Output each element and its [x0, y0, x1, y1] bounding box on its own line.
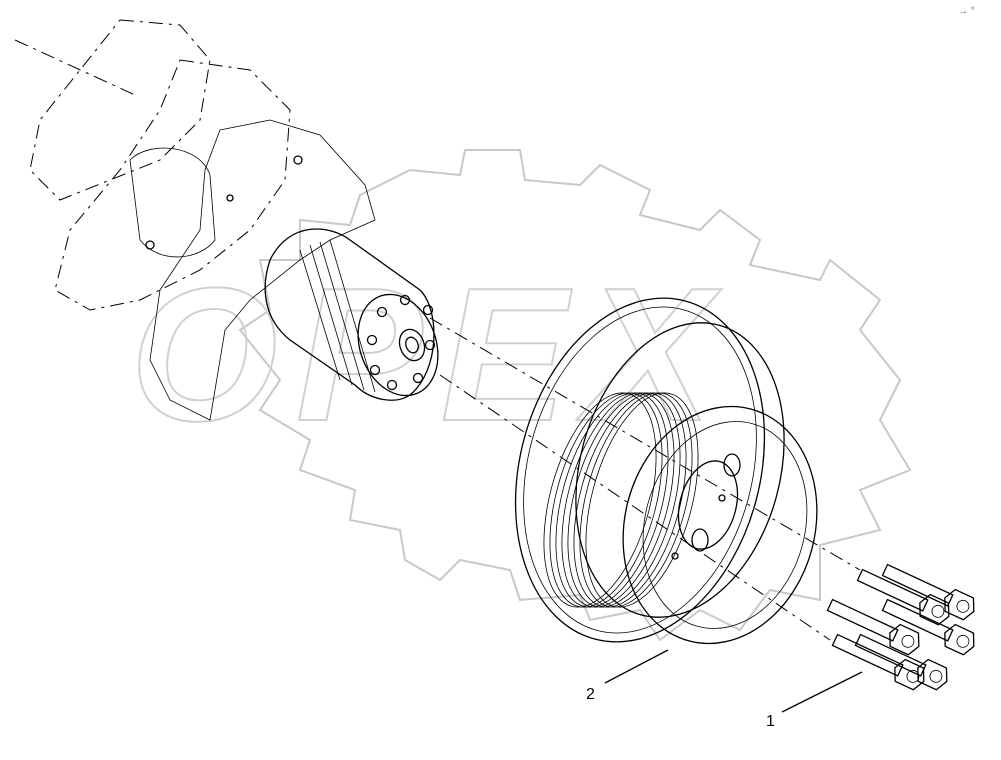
pulley-rim-inner — [523, 306, 757, 634]
bolt — [856, 568, 950, 626]
crank-pin — [129, 147, 216, 258]
pulley-hub-face — [622, 405, 818, 645]
bolt — [831, 633, 925, 691]
bolt — [881, 598, 975, 656]
leader-1 — [781, 671, 863, 713]
pulley-belt-flange — [575, 322, 785, 618]
pulley-outer-rim — [514, 297, 766, 643]
web-hole-2 — [226, 194, 234, 202]
crankshaft-web-3 — [149, 119, 376, 421]
crankshaft — [14, 19, 376, 421]
leader-2 — [604, 649, 669, 684]
bolt — [881, 563, 975, 621]
pulley-center-bore — [677, 460, 739, 550]
bolt — [854, 633, 948, 691]
bolt-set — [826, 563, 975, 691]
crankshaft-web-1 — [29, 19, 211, 201]
pulley-grooves — [543, 392, 699, 608]
callout-label-2: 2 — [586, 686, 595, 703]
crankshaft-nose — [264, 228, 439, 401]
nose-face — [357, 293, 439, 397]
corner-mark: → ° — [958, 6, 975, 17]
nose-center-bore — [398, 328, 426, 362]
callout-leaders — [604, 649, 863, 713]
watermark-gear — [238, 149, 912, 642]
crankshaft-web-2 — [54, 59, 291, 311]
callout-label-1: 1 — [766, 713, 775, 730]
pulley-hub-inner — [642, 421, 808, 629]
web-hole-3 — [145, 240, 155, 250]
watermark-text: OPEX — [130, 249, 730, 461]
bolt — [826, 598, 920, 656]
pulley — [514, 297, 818, 645]
nose-bolt-holes — [366, 294, 436, 391]
assembly-lines — [429, 317, 861, 641]
web-hole — [293, 155, 303, 165]
nose-center-inner — [405, 336, 419, 354]
crankshaft-centerline — [14, 39, 136, 96]
nose-grooves — [299, 239, 376, 393]
pulley-holes — [671, 453, 741, 560]
nose-body — [264, 228, 435, 401]
watermark: OPEX — [129, 149, 912, 642]
